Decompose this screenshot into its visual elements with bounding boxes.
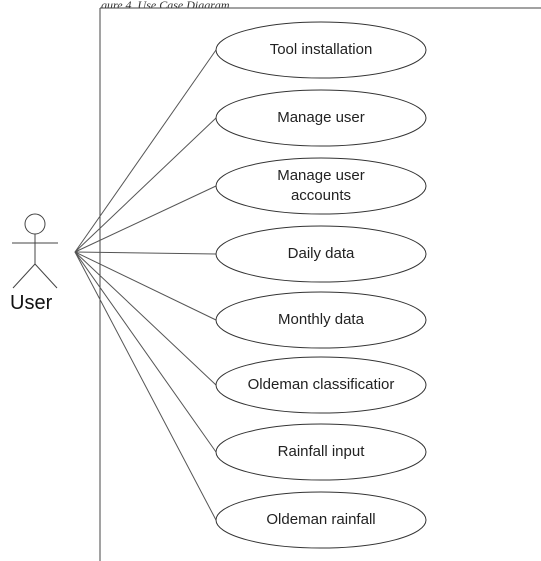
use-case-label: Manage user — [277, 109, 365, 126]
use-case-ellipse — [215, 157, 427, 215]
association-line — [74, 251, 217, 386]
use-case-ellipse — [215, 423, 427, 481]
association-line — [74, 185, 217, 253]
use-case-label: Rainfall input — [277, 443, 365, 460]
association-lines — [74, 49, 217, 521]
association-line — [74, 49, 217, 253]
use-case-ellipse — [215, 225, 427, 283]
association-line — [74, 251, 217, 453]
use-case-ellipse — [215, 291, 427, 349]
association-line — [74, 117, 217, 253]
diagram-caption: gure 4. Use Case Diagram — [101, 0, 230, 8]
use-case-ellipse — [215, 491, 427, 549]
use-case-label: Daily data — [287, 245, 355, 262]
actor-stick-figure-icon — [12, 213, 58, 289]
use-case-label: Oldeman classificatior — [247, 376, 395, 393]
use-case-ellipse — [215, 21, 427, 79]
association-line — [74, 251, 217, 255]
use-case-ellipse — [215, 356, 427, 414]
association-line — [74, 251, 217, 321]
use-case-ellipses — [215, 21, 427, 549]
association-line — [74, 251, 217, 521]
use-case-label: Monthly data — [278, 311, 364, 328]
use-case-label: Manage user accounts — [277, 167, 365, 204]
use-case-label: Oldeman rainfall — [266, 511, 376, 528]
actor-label: User — [10, 292, 53, 314]
use-case-ellipse — [215, 89, 427, 147]
use-case-label: Tool installation — [269, 41, 373, 58]
